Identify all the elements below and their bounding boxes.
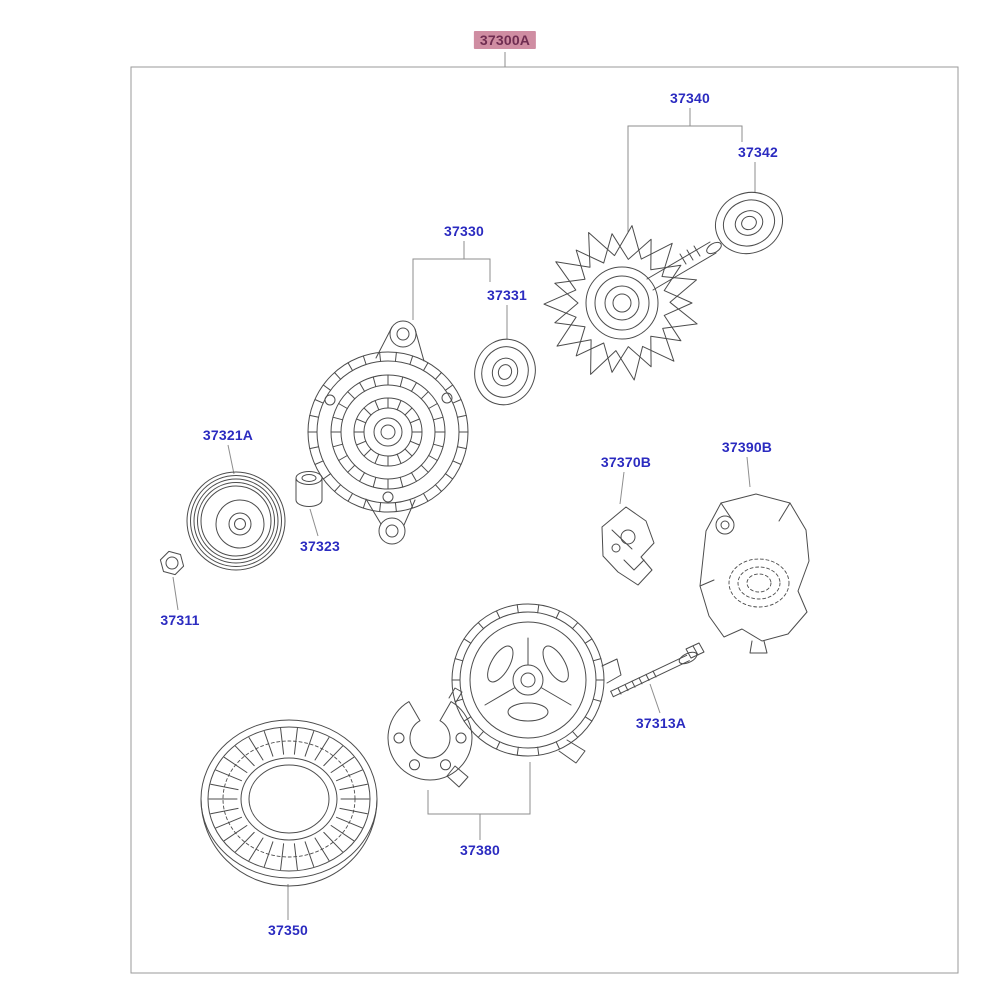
part-callout-37370B[interactable]: 37370B bbox=[600, 454, 652, 470]
part-callout-37323[interactable]: 37323 bbox=[300, 538, 340, 554]
front-bearing-drawing bbox=[474, 338, 536, 406]
spacer-drawing bbox=[295, 471, 323, 507]
part-callout-37350[interactable]: 37350 bbox=[268, 922, 308, 938]
part-callout-37300A[interactable]: 37300A bbox=[473, 31, 537, 49]
part-callout-37380[interactable]: 37380 bbox=[460, 842, 500, 858]
pulley-drawing bbox=[186, 471, 286, 571]
rear-bearing-drawing bbox=[715, 191, 783, 255]
brush-holder-drawing bbox=[601, 506, 655, 586]
rotor-drawing bbox=[543, 225, 722, 381]
leader-lines bbox=[172, 52, 756, 920]
rear-cover-drawing bbox=[699, 493, 810, 654]
part-callout-37331[interactable]: 37331 bbox=[487, 287, 527, 303]
part-callout-37342[interactable]: 37342 bbox=[738, 144, 778, 160]
front-bracket-drawing bbox=[307, 320, 469, 545]
part-callout-37311[interactable]: 37311 bbox=[160, 612, 200, 628]
diagram-frame bbox=[130, 66, 959, 974]
stator-drawing bbox=[200, 719, 378, 887]
part-callout-37390B[interactable]: 37390B bbox=[721, 439, 773, 455]
rectifier-drawing bbox=[387, 687, 473, 788]
part-callout-37330[interactable]: 37330 bbox=[444, 223, 484, 239]
rear-bracket-drawing bbox=[451, 603, 622, 764]
part-callout-37340[interactable]: 37340 bbox=[670, 90, 710, 106]
bolt-drawing bbox=[610, 642, 705, 698]
part-callout-37313A[interactable]: 37313A bbox=[635, 715, 687, 731]
part-callout-37321A[interactable]: 37321A bbox=[202, 427, 254, 443]
nut-drawing bbox=[159, 550, 185, 576]
